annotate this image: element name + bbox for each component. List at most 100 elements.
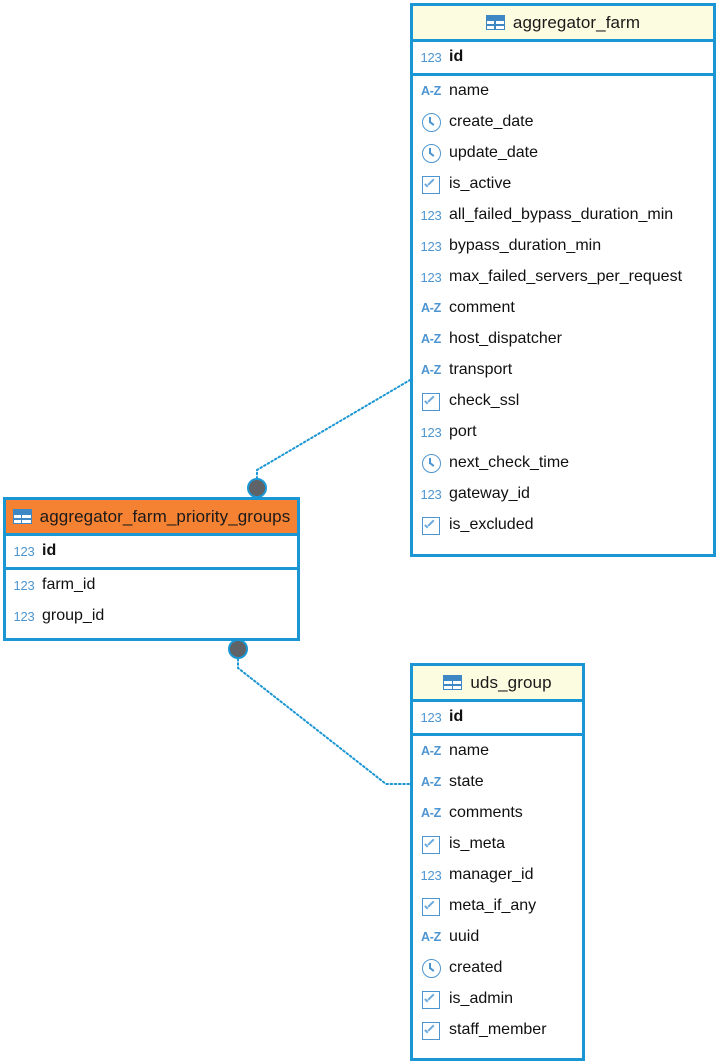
text-icon: A-Z bbox=[421, 775, 441, 790]
entity-table-aggregator-farm[interactable]: aggregator_farm 123 id A-Z name create_d… bbox=[410, 3, 716, 557]
column-row-next-check-time[interactable]: next_check_time bbox=[413, 448, 713, 479]
column-name: group_id bbox=[42, 606, 105, 624]
number-icon: 123 bbox=[13, 544, 35, 559]
column-row-comments[interactable]: A-Z comments bbox=[413, 798, 582, 829]
column-row-name[interactable]: A-Z name bbox=[413, 76, 713, 107]
text-icon: A-Z bbox=[421, 930, 441, 945]
number-icon: 123 bbox=[420, 868, 442, 883]
columns-section: A-Z name create_date update_date is_acti… bbox=[413, 76, 713, 541]
column-row-staff-member[interactable]: staff_member bbox=[413, 1015, 582, 1046]
column-name: staff_member bbox=[449, 1020, 547, 1038]
column-row-max-failed-servers-per-request[interactable]: 123 max_failed_servers_per_request bbox=[413, 262, 713, 293]
column-name: id bbox=[449, 47, 464, 65]
column-row-update-date[interactable]: update_date bbox=[413, 138, 713, 169]
entity-header[interactable]: uds_group bbox=[413, 666, 582, 702]
number-icon: 123 bbox=[420, 208, 442, 223]
column-name: meta_if_any bbox=[449, 896, 537, 914]
text-icon: A-Z bbox=[421, 744, 441, 759]
entity-header[interactable]: aggregator_farm_priority_groups bbox=[6, 500, 297, 536]
number-icon: 123 bbox=[420, 239, 442, 254]
column-row-create-date[interactable]: create_date bbox=[413, 107, 713, 138]
column-name: farm_id bbox=[42, 575, 96, 593]
column-name: is_excluded bbox=[449, 515, 534, 533]
boolean-icon bbox=[421, 897, 441, 917]
column-name: is_active bbox=[449, 174, 512, 192]
text-icon: A-Z bbox=[421, 806, 441, 821]
connector-endpoint-dot[interactable] bbox=[247, 478, 267, 498]
entity-table-aggregator-farm-priority-groups[interactable]: aggregator_farm_priority_groups 123 id 1… bbox=[3, 497, 300, 641]
column-row-is-active[interactable]: is_active bbox=[413, 169, 713, 200]
boolean-icon bbox=[421, 1021, 441, 1041]
column-row-port[interactable]: 123 port bbox=[413, 417, 713, 448]
boolean-icon bbox=[421, 516, 441, 536]
number-icon: 123 bbox=[420, 487, 442, 502]
relationship-farm-id[interactable] bbox=[247, 379, 411, 498]
column-row-manager-id[interactable]: 123 manager_id bbox=[413, 860, 582, 891]
number-icon: 123 bbox=[13, 578, 35, 593]
column-name: transport bbox=[449, 360, 513, 378]
table-icon bbox=[443, 675, 463, 690]
column-row-all-failed-bypass-duration-min[interactable]: 123 all_failed_bypass_duration_min bbox=[413, 200, 713, 231]
column-row-state[interactable]: A-Z state bbox=[413, 767, 582, 798]
column-row-id[interactable]: 123 id bbox=[413, 702, 582, 733]
primary-key-section: 123 id bbox=[413, 702, 582, 736]
datetime-icon bbox=[421, 454, 441, 474]
column-row-gateway-id[interactable]: 123 gateway_id bbox=[413, 479, 713, 510]
column-row-uuid[interactable]: A-Z uuid bbox=[413, 922, 582, 953]
column-name: host_dispatcher bbox=[449, 329, 562, 347]
column-name: create_date bbox=[449, 112, 534, 130]
column-name: comments bbox=[449, 803, 523, 821]
boolean-icon bbox=[421, 392, 441, 412]
entity-header[interactable]: aggregator_farm bbox=[413, 6, 713, 42]
boolean-icon bbox=[421, 990, 441, 1010]
connector-line bbox=[256, 379, 411, 488]
column-row-farm-id[interactable]: 123 farm_id bbox=[6, 570, 297, 601]
table-icon bbox=[485, 15, 505, 30]
column-row-is-meta[interactable]: is_meta bbox=[413, 829, 582, 860]
datetime-icon bbox=[421, 144, 441, 164]
boolean-icon bbox=[421, 835, 441, 855]
column-name: id bbox=[449, 707, 464, 725]
columns-section: A-Z name A-Z state A-Z comments is_meta … bbox=[413, 736, 582, 1046]
number-icon: 123 bbox=[420, 425, 442, 440]
entity-title: uds_group bbox=[470, 672, 552, 692]
number-icon: 123 bbox=[420, 710, 442, 725]
column-name: bypass_duration_min bbox=[449, 236, 602, 254]
column-name: is_admin bbox=[449, 989, 514, 1007]
entity-table-uds-group[interactable]: uds_group 123 id A-Z name A-Z state A-Z … bbox=[410, 663, 585, 1061]
column-row-comment[interactable]: A-Z comment bbox=[413, 293, 713, 324]
number-icon: 123 bbox=[420, 50, 442, 65]
relationship-group-id[interactable] bbox=[228, 639, 411, 785]
boolean-icon bbox=[421, 175, 441, 195]
column-name: comment bbox=[449, 298, 515, 316]
number-icon: 123 bbox=[420, 270, 442, 285]
number-icon: 123 bbox=[13, 609, 35, 624]
entity-title: aggregator_farm bbox=[512, 12, 641, 32]
column-row-created[interactable]: created bbox=[413, 953, 582, 984]
text-icon: A-Z bbox=[421, 84, 441, 99]
primary-key-section: 123 id bbox=[413, 42, 713, 76]
datetime-icon bbox=[421, 959, 441, 979]
column-name: name bbox=[449, 81, 490, 99]
column-name: created bbox=[449, 958, 503, 976]
column-row-is-excluded[interactable]: is_excluded bbox=[413, 510, 713, 541]
column-row-check-ssl[interactable]: check_ssl bbox=[413, 386, 713, 417]
column-row-is-admin[interactable]: is_admin bbox=[413, 984, 582, 1015]
datetime-icon bbox=[421, 113, 441, 133]
column-row-name[interactable]: A-Z name bbox=[413, 736, 582, 767]
column-name: update_date bbox=[449, 143, 538, 161]
column-row-meta-if-any[interactable]: meta_if_any bbox=[413, 891, 582, 922]
column-row-host-dispatcher[interactable]: A-Z host_dispatcher bbox=[413, 324, 713, 355]
entity-title: aggregator_farm_priority_groups bbox=[39, 506, 291, 526]
column-row-group-id[interactable]: 123 group_id bbox=[6, 601, 297, 632]
column-name: uuid bbox=[449, 927, 480, 945]
columns-section: 123 farm_id 123 group_id bbox=[6, 570, 297, 632]
column-row-id[interactable]: 123 id bbox=[6, 536, 297, 567]
column-row-id[interactable]: 123 id bbox=[413, 42, 713, 73]
connector-line bbox=[237, 658, 411, 785]
table-icon bbox=[12, 509, 32, 524]
connector-endpoint-dot[interactable] bbox=[228, 639, 248, 659]
column-row-bypass-duration-min[interactable]: 123 bypass_duration_min bbox=[413, 231, 713, 262]
column-row-transport[interactable]: A-Z transport bbox=[413, 355, 713, 386]
